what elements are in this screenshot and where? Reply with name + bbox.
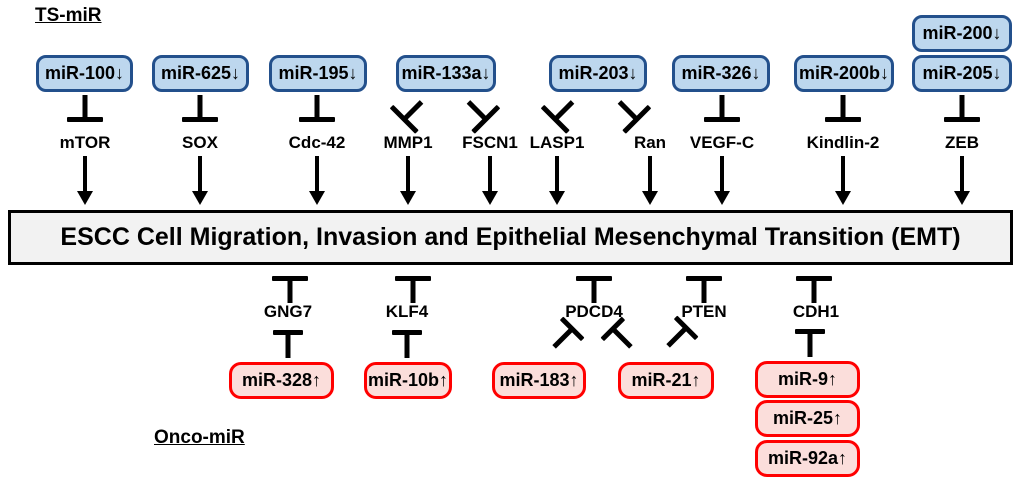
ts-mir-box-mir-625: miR-625↓ (152, 55, 249, 92)
ts-mir-box-mir-133a: miR-133a↓ (396, 55, 496, 92)
ts-mir-box-mir-326: miR-326↓ (672, 55, 770, 92)
tee-mir-133a-mmp1-icon (390, 89, 435, 134)
arrow-kindlin2-escc-icon (835, 156, 851, 206)
tee-pten-escc-icon (686, 276, 722, 303)
ts-mir-box-mir-195: miR-195↓ (269, 55, 367, 92)
tee-gng7-escc-icon (272, 276, 308, 303)
target-gene-ran: Ran (633, 133, 667, 152)
tee-mir-203-ran-icon (607, 89, 652, 134)
tee-mir-195-cdc42-icon (299, 95, 335, 122)
arrow-lasp1-escc-icon (549, 156, 565, 206)
ts-mir-box-mir-200b: miR-200b↓ (794, 55, 894, 92)
onco-mir-box-mir-10b: miR-10b↑ (364, 362, 452, 399)
tee-mir-21-pdcd4-icon (600, 316, 641, 357)
arrow-ran-escc-icon (642, 156, 658, 206)
tee-pdcd4-escc-icon (576, 276, 612, 303)
tee-mir-326-vegfc-icon (704, 95, 740, 122)
arrow-mmp1-escc-icon (400, 156, 416, 206)
arrow-mtor-escc-icon (77, 156, 93, 206)
tee-klf4-escc-icon (395, 276, 431, 303)
onco-mir-box-mir-21: miR-21↑ (618, 362, 714, 399)
target-gene-pten: PTEN (681, 302, 727, 321)
target-gene-klf4: KLF4 (385, 302, 429, 321)
tee-mir-10b-klf4-icon (392, 330, 422, 358)
tee-mir-203-lasp1-icon (541, 89, 586, 134)
tee-mir-133a-fscn1-icon (456, 89, 501, 134)
target-gene-cdh1: CDH1 (792, 302, 840, 321)
tee-mir-9-cdh1-icon (795, 329, 825, 357)
ts-mir-box-mir-100: miR-100↓ (36, 55, 133, 92)
target-gene-sox: SOX (182, 133, 218, 152)
target-gene-gng7: GNG7 (263, 302, 313, 321)
tee-cdh1-escc-icon (796, 276, 832, 303)
arrow-cdc42-escc-icon (309, 156, 325, 206)
arrow-fscn1-escc-icon (482, 156, 498, 206)
tee-mir-100-mtor-icon (67, 95, 103, 122)
escc-process-box: ESCC Cell Migration, Invasion and Epithe… (8, 210, 1013, 265)
target-gene-mmp1: MMP1 (383, 133, 433, 152)
arrow-vegfc-escc-icon (714, 156, 730, 206)
target-gene-lasp1: LASP1 (529, 133, 585, 152)
target-gene-zeb: ZEB (945, 133, 979, 152)
tee-mir-183-pdcd4-icon (543, 316, 584, 357)
onco-mir-box-mir-92a: miR-92a↑ (755, 440, 860, 477)
onco-mir-box-mir-328: miR-328↑ (229, 362, 334, 399)
tee-mir-200b-kindlin2-icon (825, 95, 861, 122)
target-gene-mtor: mTOR (59, 133, 111, 152)
target-gene-kindlin-2: Kindlin-2 (806, 133, 880, 152)
tee-mir-328-gng7-icon (273, 330, 303, 358)
onco-mir-box-mir-183: miR-183↑ (492, 362, 586, 399)
tee-mir-200-205-zeb-icon (944, 95, 980, 122)
onco-mir-box-mir-9: miR-9↑ (755, 361, 860, 398)
ts-mir-box-mir-200: miR-200↓ (912, 15, 1012, 52)
ts-mir-box-mir-203: miR-203↓ (549, 55, 647, 92)
target-gene-fscn1: FSCN1 (462, 133, 518, 152)
target-gene-pdcd4: PDCD4 (565, 302, 623, 321)
target-gene-cdc-42: Cdc-42 (288, 133, 346, 152)
target-gene-vegf-c: VEGF-C (689, 133, 755, 152)
tee-mir-625-sox-icon (182, 95, 218, 122)
ts-mir-box-mir-205: miR-205↓ (912, 55, 1012, 92)
arrow-sox-escc-icon (192, 156, 208, 206)
onco-mir-section-label: Onco-miR (154, 427, 245, 448)
arrow-zeb-escc-icon (954, 156, 970, 206)
ts-mir-section-label: TS-miR (35, 5, 102, 26)
onco-mir-box-mir-25: miR-25↑ (755, 400, 860, 437)
